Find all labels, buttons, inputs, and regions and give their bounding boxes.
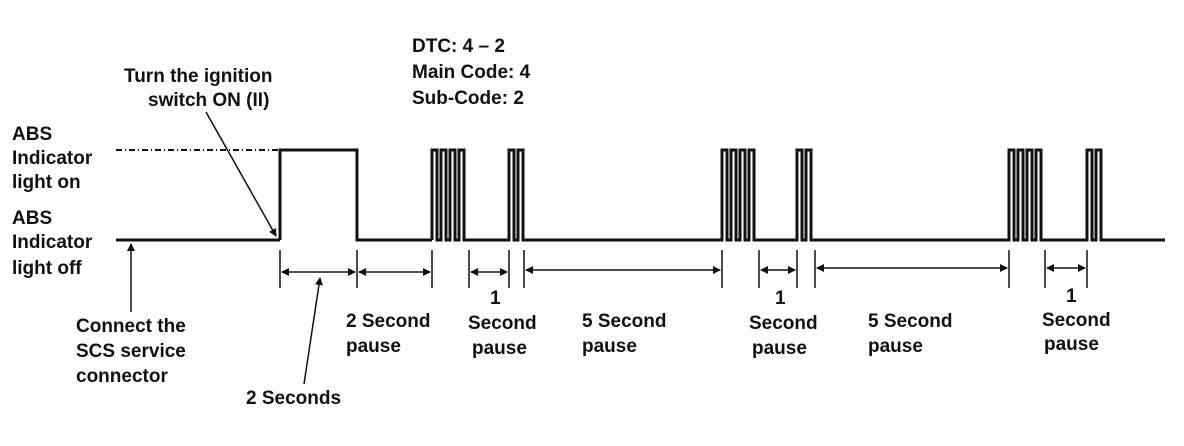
two-second-pause-label: 2 Second pause (346, 311, 430, 357)
svg-text:Indicator: Indicator (12, 232, 93, 253)
svg-text:Second: Second (1042, 310, 1111, 331)
svg-text:2 Second: 2 Second (346, 311, 430, 332)
svg-text:pause: pause (752, 338, 807, 359)
svg-text:pause: pause (582, 336, 637, 357)
svg-text:5 Second: 5 Second (582, 311, 666, 332)
svg-text:Turn the ignition: Turn the ignition (124, 66, 272, 87)
ignition-pointer-arrow (205, 111, 277, 237)
one-second-pause-b-label: 1 Second pause (749, 288, 818, 359)
scs-connector-note: Connect the SCS service connector (76, 316, 186, 387)
svg-text:ABS: ABS (12, 124, 52, 145)
svg-text:SCS service: SCS service (76, 341, 186, 362)
svg-text:Second: Second (468, 313, 537, 334)
indicator-on-label: ABS Indicator light on (12, 124, 93, 193)
five-second-pause-b-label: 5 Second pause (868, 311, 952, 357)
five-second-pause-a-label: 5 Second pause (582, 311, 666, 357)
main-code-line: Main Code: 4 (412, 62, 531, 83)
svg-text:1: 1 (775, 288, 786, 309)
svg-text:Second: Second (749, 313, 818, 334)
dtc-code-line: DTC: 4 – 2 (412, 36, 505, 57)
svg-text:1: 1 (490, 288, 501, 309)
svg-text:ABS: ABS (12, 208, 52, 229)
svg-text:1: 1 (1066, 286, 1077, 307)
indicator-off-label: ABS Indicator light off (12, 208, 93, 279)
two-seconds-pointer-arrow (303, 277, 323, 385)
one-second-pause-a-label: 1 Second pause (468, 288, 537, 359)
svg-text:connector: connector (76, 366, 168, 387)
dtc-info: DTC: 4 – 2 Main Code: 4 Sub-Code: 2 (412, 36, 531, 109)
svg-text:light off: light off (12, 258, 82, 279)
sub-code-line: Sub-Code: 2 (412, 88, 524, 109)
indicator-signal-waveform (278, 148, 1165, 242)
ignition-note: Turn the ignition switch ON (II) (124, 66, 272, 111)
interval-tick-marks (279, 250, 1088, 288)
svg-text:pause: pause (868, 336, 923, 357)
svg-text:5 Second: 5 Second (868, 311, 952, 332)
svg-text:pause: pause (346, 336, 401, 357)
two-seconds-label: 2 Seconds (246, 388, 341, 409)
svg-text:pause: pause (472, 338, 527, 359)
svg-text:light on: light on (12, 172, 81, 193)
svg-text:Indicator: Indicator (12, 148, 93, 169)
svg-text:pause: pause (1044, 334, 1099, 355)
one-second-pause-c-label: 1 Second pause (1042, 286, 1111, 355)
svg-text:Connect the: Connect the (76, 316, 186, 337)
svg-text:switch ON (II): switch ON (II) (148, 90, 269, 111)
